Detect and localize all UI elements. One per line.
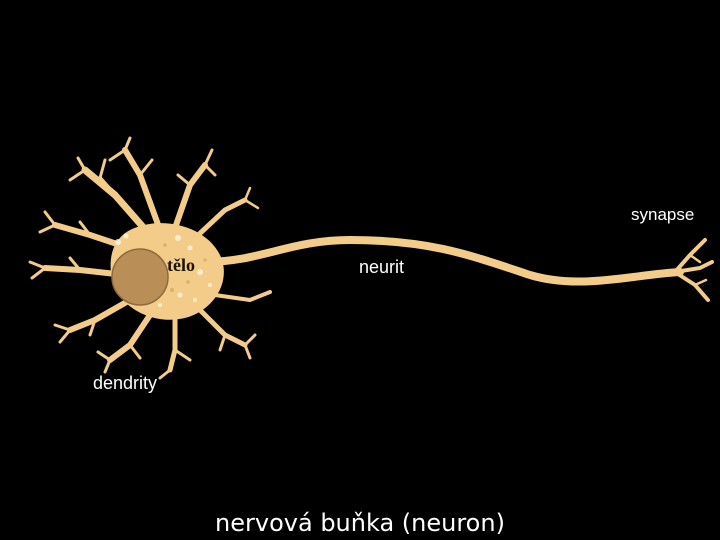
telo-label: tělo bbox=[167, 255, 195, 275]
synapse-label: synapse bbox=[631, 205, 695, 224]
axon bbox=[201, 235, 684, 286]
cell-body bbox=[110, 223, 224, 320]
synapse-terminal bbox=[673, 238, 714, 302]
nucleus bbox=[111, 248, 169, 306]
organelles bbox=[115, 233, 212, 307]
dendrites bbox=[28, 136, 272, 380]
diagram-caption: nervová buňka (neuron) bbox=[215, 509, 505, 537]
neurit-label: neurit bbox=[359, 257, 405, 277]
dendrity-label: dendrity bbox=[93, 373, 158, 393]
